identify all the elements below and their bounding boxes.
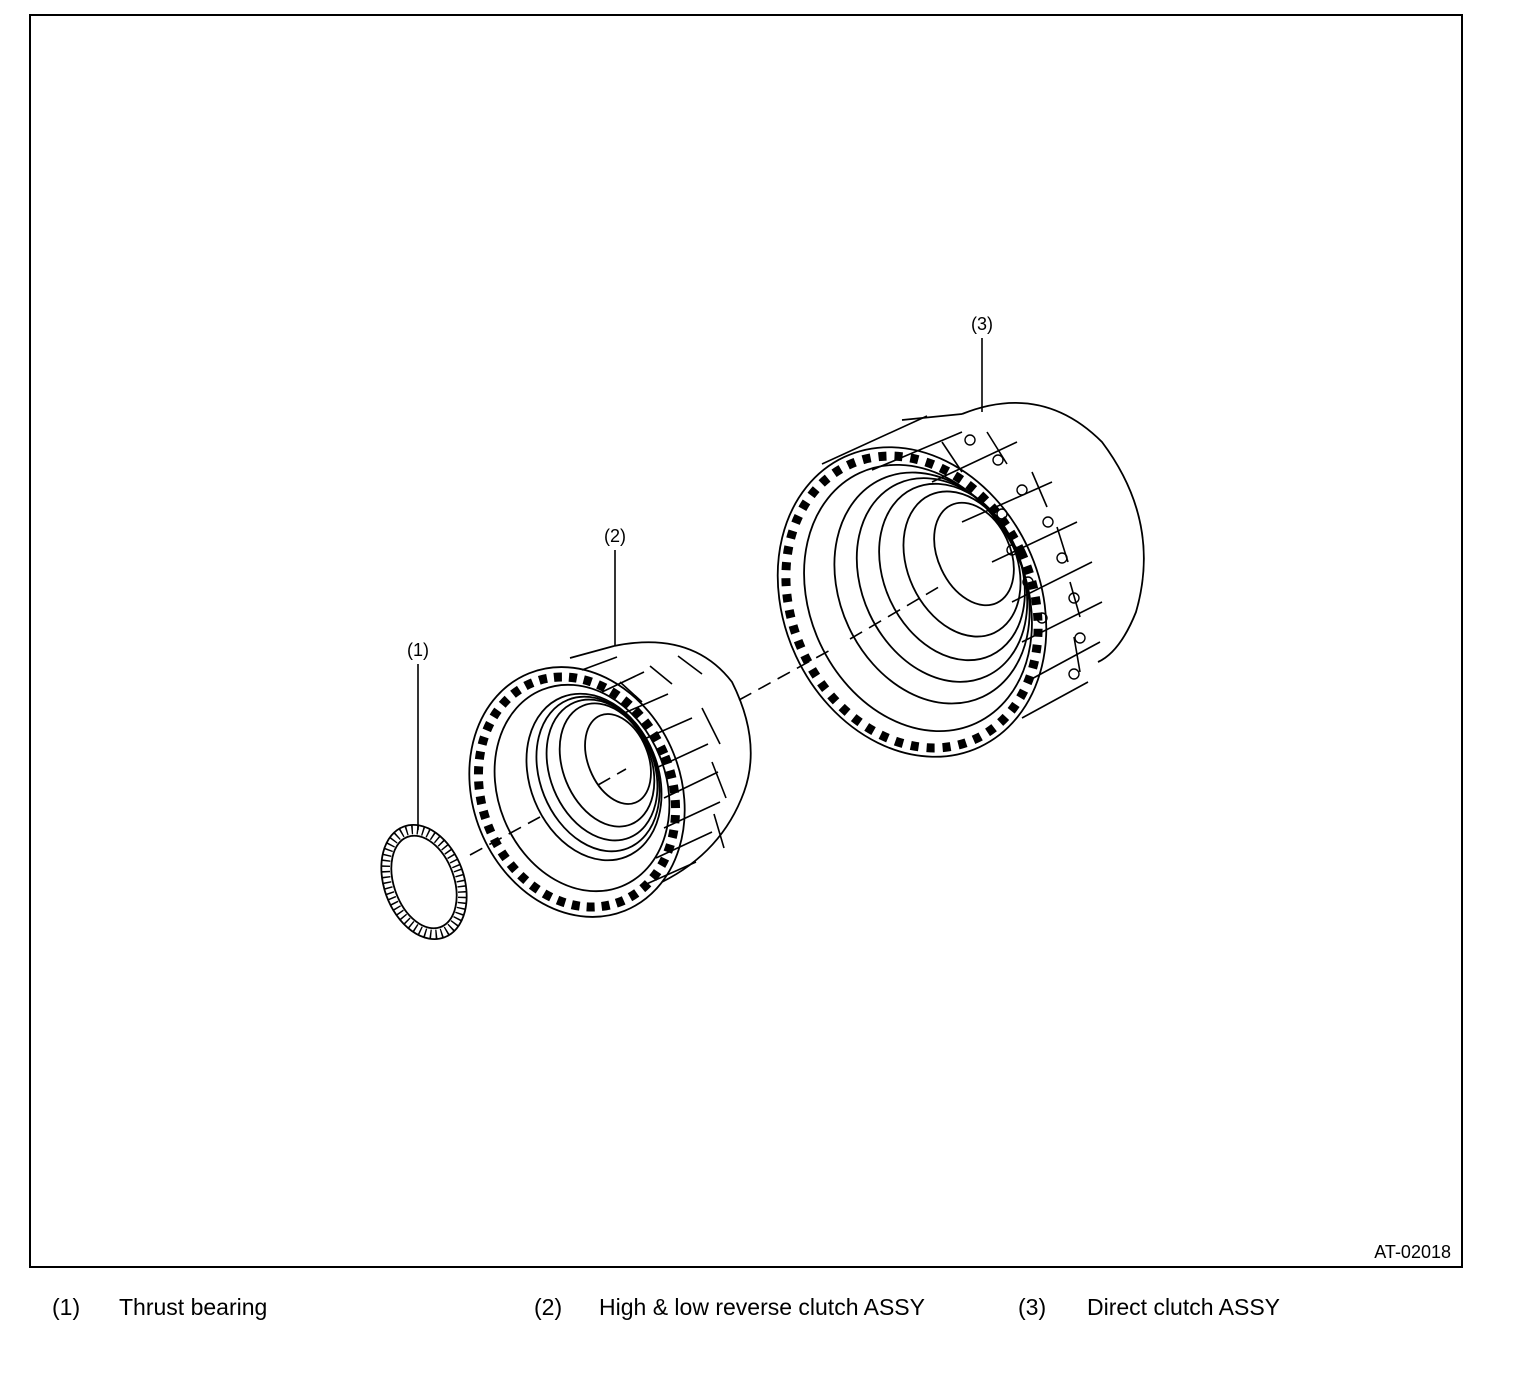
callout-3: (3)	[971, 314, 993, 334]
legend-text-1: Thrust bearing	[119, 1294, 268, 1320]
legend: (1) Thrust bearing (2) High & low revers…	[0, 1294, 1536, 1334]
leader-lines	[417, 338, 983, 830]
direct-clutch-part	[776, 402, 1145, 758]
thrust-bearing-part	[380, 823, 468, 941]
figure-id: AT-02018	[1374, 1242, 1451, 1262]
legend-number-1: (1)	[52, 1294, 81, 1320]
legend-number-3: (3)	[1018, 1294, 1047, 1320]
callout-1: (1)	[407, 640, 429, 660]
legend-text-2: High & low reverse clutch ASSY	[599, 1294, 925, 1320]
legend-text-3: Direct clutch ASSY	[1087, 1294, 1281, 1320]
callout-2: (2)	[604, 526, 626, 546]
legend-number-2: (2)	[534, 1294, 563, 1320]
figure-frame: (1) (2) (3) AT-02018	[29, 14, 1463, 1268]
exploded-diagram	[380, 338, 1145, 941]
high-low-reverse-clutch-part	[468, 641, 752, 918]
